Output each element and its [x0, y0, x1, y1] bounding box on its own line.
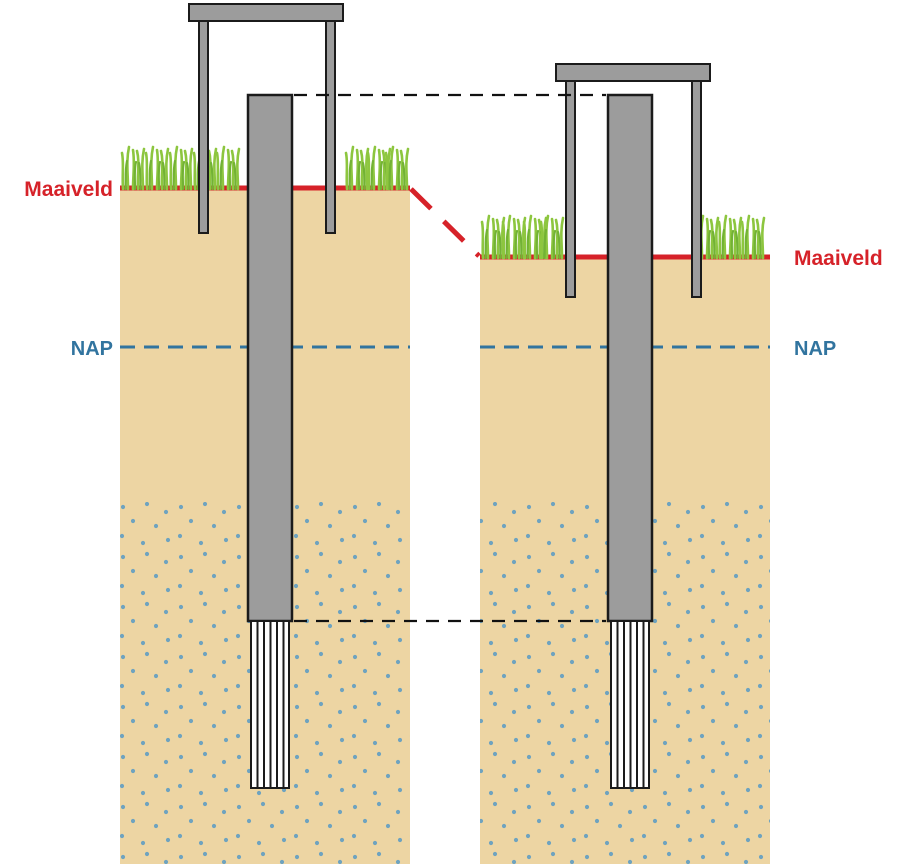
- grass-tuft: [215, 145, 241, 191]
- frame-left-leg-right: [325, 20, 336, 234]
- well-pipe-right: [606, 93, 654, 623]
- grass-tuft: [144, 145, 170, 191]
- maaiveld-label-right: Maaiveld: [794, 247, 883, 270]
- frame-right-top-bar: [555, 63, 711, 82]
- measuring-frame-left: [188, 3, 344, 234]
- well-filter-left: [250, 620, 290, 789]
- grass-tuft: [344, 145, 370, 191]
- grass-tuft: [480, 214, 506, 260]
- nap-label-left: NAP: [71, 338, 113, 360]
- grass-tuft: [168, 145, 194, 191]
- frame-right-leg-right: [691, 80, 702, 298]
- maaiveld-connector-dashed: [409, 187, 481, 258]
- measuring-frame-right: [555, 63, 711, 298]
- grass-tuft: [120, 145, 146, 191]
- well-filter-right: [610, 620, 650, 789]
- grass-tuft: [501, 214, 527, 260]
- maaiveld-label-left: Maaiveld: [24, 178, 113, 201]
- frame-right-leg-left: [565, 80, 576, 298]
- frame-left-leg-left: [198, 20, 209, 234]
- nap-label-right: NAP: [794, 338, 836, 360]
- frame-left-top-bar: [188, 3, 344, 22]
- grass-tuft: [717, 214, 743, 260]
- well-pipe-left: [246, 93, 294, 623]
- grass-tuft: [740, 214, 766, 260]
